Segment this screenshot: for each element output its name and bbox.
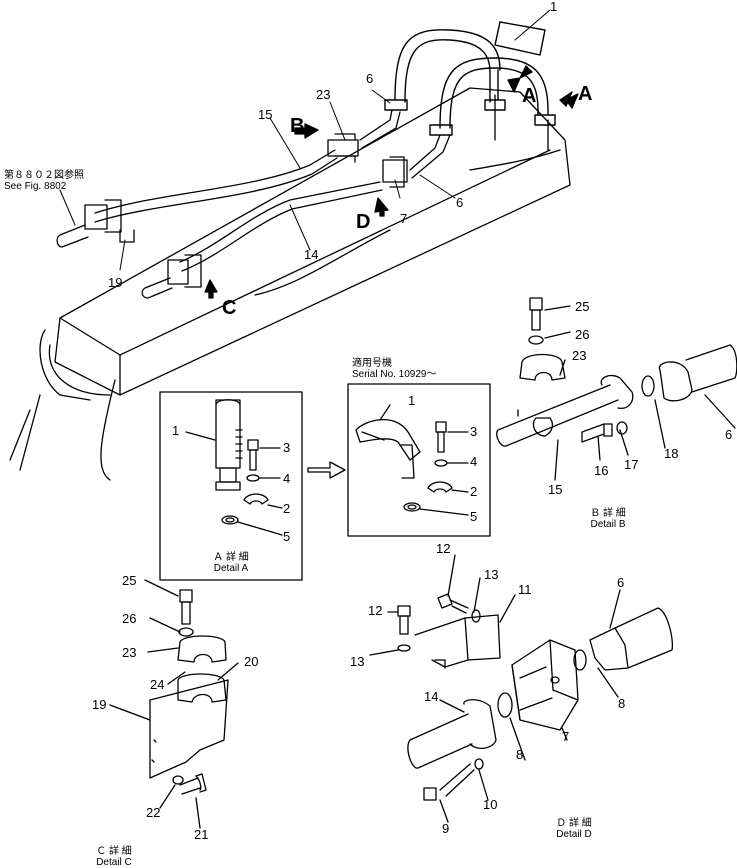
callout-17: 17 <box>624 457 639 472</box>
detail-b-drawing <box>496 297 737 481</box>
callout-14-d: 14 <box>424 689 439 704</box>
detail-a-box <box>159 391 303 581</box>
view-arrow-c: C <box>222 297 237 319</box>
callout-2-n: 2 <box>470 484 478 499</box>
transition-arrow <box>307 461 346 479</box>
detail-b-caption: Ｂ 詳 細 Detail B <box>583 508 633 530</box>
callout-13-top: 13 <box>484 567 499 582</box>
callout-6-d: 6 <box>617 575 625 590</box>
callout-15-b: 15 <box>548 482 563 497</box>
callout-25-b: 25 <box>575 299 590 314</box>
callout-7-d: 7 <box>562 729 570 744</box>
callout-12-top: 12 <box>436 541 451 556</box>
callout-7: 7 <box>400 211 408 226</box>
hose-assembly-1 <box>384 21 556 136</box>
callout-8-left: 8 <box>516 747 524 762</box>
detail-a-jp: Ａ 詳 細 <box>213 552 249 563</box>
callout-13-left: 13 <box>350 654 365 669</box>
callout-5-n: 5 <box>470 509 478 524</box>
view-arrows-shapes <box>204 65 579 299</box>
callout-23-b: 23 <box>572 348 587 363</box>
callout-25-c: 25 <box>122 573 137 588</box>
detail-b-jp: Ｂ 詳 細 <box>590 508 626 519</box>
callout-5-a: 5 <box>283 529 291 544</box>
serial-box <box>347 383 491 537</box>
callout-23-c: 23 <box>122 645 137 660</box>
callout-19-c: 19 <box>92 697 107 712</box>
see-fig-jp: 第８８０２図参照 <box>4 170 84 181</box>
leader-lines-main <box>59 9 551 271</box>
detail-c-en: Detail C <box>96 857 132 868</box>
callout-22: 22 <box>146 805 161 820</box>
view-arrow-a-left: A <box>522 85 537 107</box>
callout-4-n: 4 <box>470 454 478 469</box>
detail-d-jp: Ｄ 詳 細 <box>556 818 592 829</box>
view-arrow-d: D <box>356 211 371 233</box>
callout-9: 9 <box>442 821 450 836</box>
callout-2-a: 2 <box>283 501 291 516</box>
callout-6-b: 6 <box>725 427 733 442</box>
callout-14: 14 <box>304 247 319 262</box>
callout-10: 10 <box>483 797 498 812</box>
callout-11: 11 <box>518 582 532 597</box>
callout-12-left: 12 <box>368 603 383 618</box>
callout-hose-1: 1 <box>550 0 558 14</box>
callout-4-a: 4 <box>283 471 291 486</box>
callout-24: 24 <box>150 677 165 692</box>
detail-d-en: Detail D <box>556 829 592 840</box>
callout-18: 18 <box>664 446 679 461</box>
callout-6-lower: 6 <box>456 195 464 210</box>
callout-15: 15 <box>258 107 273 122</box>
callout-19: 19 <box>108 275 123 290</box>
callout-1-a: 1 <box>172 423 180 438</box>
callout-23: 23 <box>316 87 331 102</box>
callout-8-right: 8 <box>618 696 626 711</box>
callout-3-n: 3 <box>470 424 478 439</box>
detail-a-caption: Ａ 詳 細 Detail A <box>200 552 262 574</box>
detail-a-en: Detail A <box>213 563 249 574</box>
boom-body <box>9 87 571 481</box>
detail-c-drawing <box>109 579 239 829</box>
detail-b-en: Detail B <box>590 519 626 530</box>
detail-c-caption: Ｃ 詳 細 Detail C <box>88 846 140 868</box>
callout-26-b: 26 <box>575 327 590 342</box>
callout-16: 16 <box>594 463 609 478</box>
view-arrow-b: B <box>290 115 305 137</box>
callout-3-a: 3 <box>283 440 291 455</box>
serial-en: Serial No. 10929～ <box>352 369 437 380</box>
callout-6: 6 <box>366 71 374 86</box>
see-fig-en: See Fig. 8802 <box>4 181 67 192</box>
serial-jp: 適用号機 <box>352 358 392 369</box>
callout-26-c: 26 <box>122 611 137 626</box>
detail-d-caption: Ｄ 詳 細 Detail D <box>548 818 600 840</box>
detail-d-drawing <box>369 554 674 823</box>
tubes <box>56 109 451 299</box>
callout-1-n: 1 <box>408 393 416 408</box>
view-arrow-a-right: A <box>578 83 593 105</box>
detail-c-jp: Ｃ 詳 細 <box>96 846 132 857</box>
callout-21: 21 <box>194 827 209 842</box>
callout-20: 20 <box>244 654 259 669</box>
